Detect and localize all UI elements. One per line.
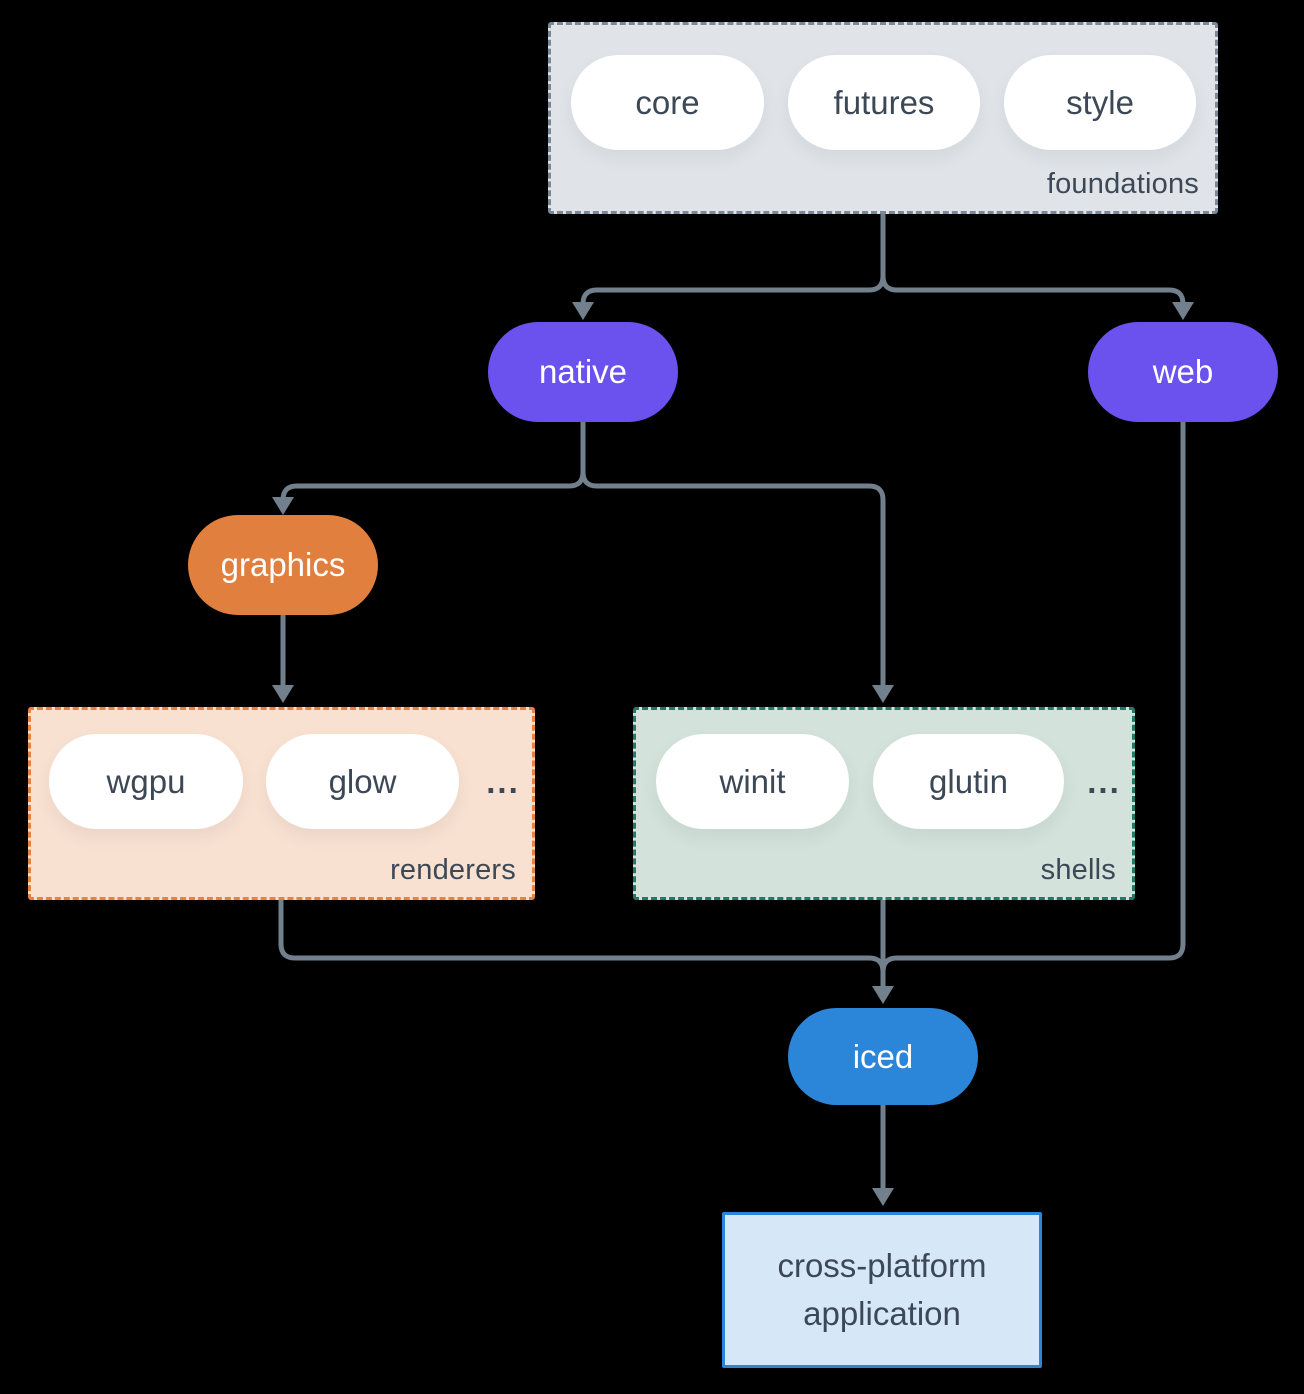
node-winit: winit xyxy=(656,734,849,829)
node-style: style xyxy=(1004,55,1196,150)
group-label-renderers: renderers xyxy=(390,854,516,886)
edge-foundations-native xyxy=(580,214,886,305)
node-graphics: graphics xyxy=(188,515,378,615)
node-iced: iced xyxy=(788,1008,978,1105)
arrowhead-web xyxy=(1172,302,1194,320)
group-label-foundations: foundations xyxy=(1046,168,1199,200)
node-native: native xyxy=(488,322,678,422)
node-core: core xyxy=(571,55,764,150)
edge-foundations-web xyxy=(880,275,1186,305)
node-wgpu: wgpu xyxy=(49,734,243,829)
node-cross-platform-application: cross-platform application xyxy=(722,1212,1042,1368)
edge-native-graphics xyxy=(280,422,586,501)
shells-ellipsis: ... xyxy=(1087,762,1121,800)
edge-native-shells xyxy=(580,471,886,687)
group-shells: winit glutin ... shells xyxy=(633,707,1135,900)
arrowhead-renderers xyxy=(272,685,294,703)
node-glutin: glutin xyxy=(873,734,1064,829)
group-label-shells: shells xyxy=(1040,854,1116,886)
edge-renderers-iced xyxy=(278,900,886,973)
node-futures: futures xyxy=(788,55,980,150)
group-foundations: core futures style foundations xyxy=(548,22,1218,214)
arrowhead-graphics xyxy=(272,497,294,515)
arrowhead-native xyxy=(572,302,594,320)
node-web: web xyxy=(1088,322,1278,422)
arrowhead-iced xyxy=(872,986,894,1004)
arrowhead-app xyxy=(872,1188,894,1206)
group-renderers: wgpu glow ... renderers xyxy=(28,707,535,900)
arrowhead-shells xyxy=(872,685,894,703)
renderers-ellipsis: ... xyxy=(486,762,520,800)
node-glow: glow xyxy=(266,734,459,829)
